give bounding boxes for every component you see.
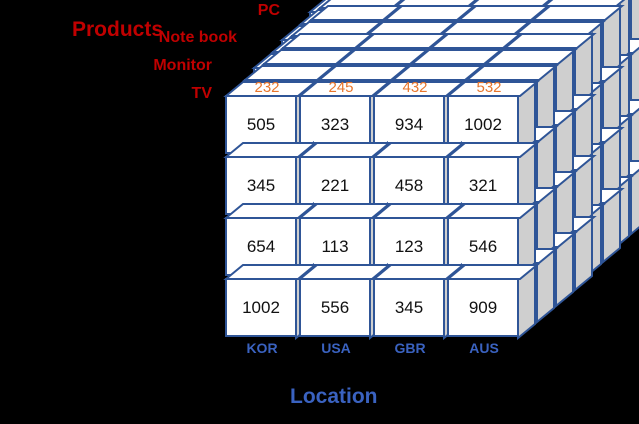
cube-cell-value: 458 [394, 175, 424, 195]
product-label-note-book: Note book [158, 29, 237, 46]
location-label-kor: KOR [246, 340, 278, 356]
dimension-title-products: Products [72, 18, 164, 41]
cube-cell-value: 546 [468, 236, 498, 256]
cube-cell-value: 221 [320, 175, 350, 195]
cube-cell-value: 934 [394, 114, 424, 134]
product-label-tv: TV [191, 85, 212, 102]
cube-top-total-value: 245 [328, 79, 354, 96]
cube-cell-value: 345 [394, 297, 424, 317]
cube-top-total-value: 532 [476, 79, 502, 96]
cube-top-total-value: 432 [402, 79, 428, 96]
cube-cell-front-face [299, 278, 371, 337]
cube-cell-value: 556 [320, 297, 350, 317]
product-label-monitor: Monitor [153, 57, 212, 74]
cube-cell-front-face [447, 278, 519, 337]
cube-cell-value: 1002 [242, 297, 280, 317]
cube-cell-value: 323 [320, 114, 350, 134]
cube-cell-value: 909 [468, 297, 498, 317]
location-label-usa: USA [321, 340, 351, 356]
cube-top-total-value: 232 [254, 79, 280, 96]
location-label-gbr: GBR [394, 340, 426, 356]
cube-cell-value: 505 [246, 114, 276, 134]
cube-cell-front-face [373, 278, 445, 337]
cube-cell-value: 321 [468, 175, 498, 195]
cube-cell-value: 113 [321, 236, 349, 256]
product-label-pc: PC [257, 2, 280, 19]
location-label-aus: AUS [469, 340, 499, 356]
cube-cell-value: 345 [246, 175, 276, 195]
dimension-title-location: Location [290, 385, 378, 408]
cube-cell-value: 654 [246, 236, 276, 256]
cube-cell-value: 1002 [464, 114, 502, 134]
cube-cell-value: 123 [394, 236, 424, 256]
cube-cell-front-face [225, 278, 297, 337]
